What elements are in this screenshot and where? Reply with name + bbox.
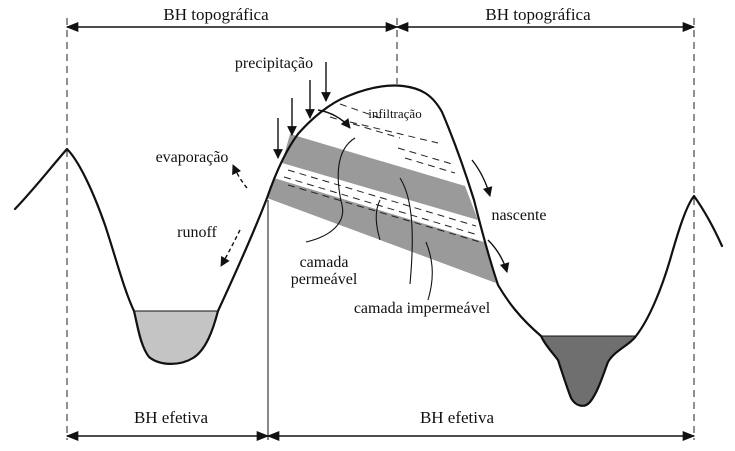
nascente-label: nascente	[491, 207, 546, 224]
bh-efetiva-left-label: BH efetiva	[134, 408, 209, 427]
bh-topografica-right-label: BH topográfica	[485, 5, 591, 24]
precipitacao-label: precipitação	[235, 55, 313, 72]
evaporacao-label: evaporação	[156, 149, 229, 166]
ground-profile	[13, 84, 724, 407]
impermeable-layer-band	[267, 178, 496, 283]
camada-impermeavel-label: camada impermeável	[354, 300, 491, 317]
left-river-water	[134, 311, 218, 364]
camada-permeavel-label-line2: permeável	[291, 271, 358, 288]
evaporation-arrow	[232, 164, 248, 189]
infiltration-arrow	[317, 109, 351, 129]
bh-efetiva-right-label: BH efetiva	[420, 408, 495, 427]
precipitation-arrows	[273, 62, 331, 159]
spring-arrow-lower	[487, 239, 510, 273]
permeable-layer-band	[282, 134, 478, 220]
runoff-label: runoff	[177, 224, 217, 241]
leader-lines	[305, 137, 433, 301]
bh-topografica-left-label: BH topográfica	[163, 5, 269, 24]
infiltracao-label: infiltração	[368, 106, 421, 121]
runoff-arrow	[220, 229, 241, 267]
right-river-water	[541, 336, 636, 406]
spring-arrow-upper	[471, 159, 493, 197]
aquifer-flow-lines	[283, 169, 481, 243]
camada-permeavel-label-line1: camada	[300, 254, 349, 271]
